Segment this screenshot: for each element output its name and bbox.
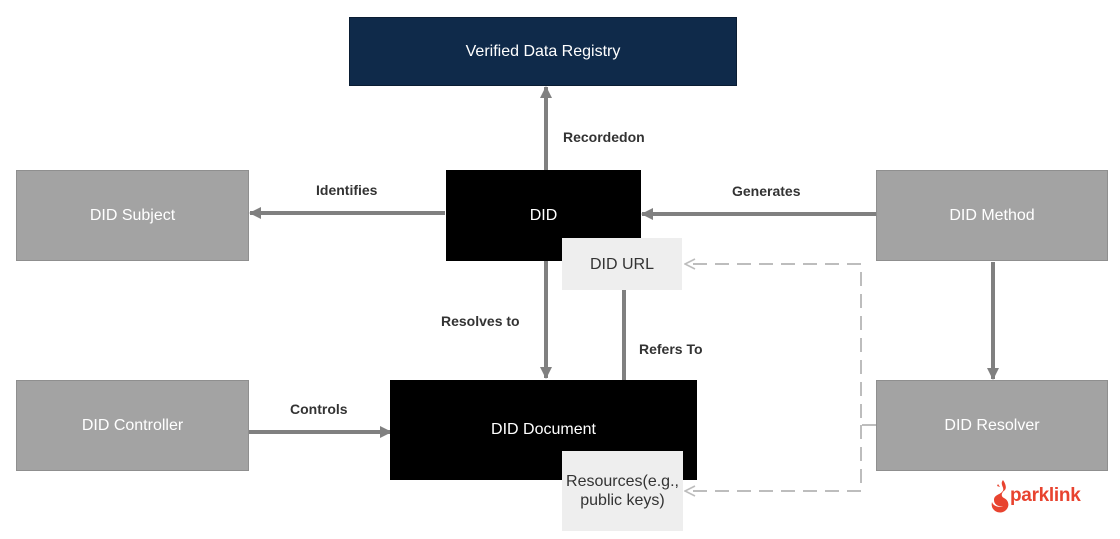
sparklink-logo: parklink — [990, 476, 1102, 516]
did-url-label: DID URL — [589, 255, 654, 273]
dashed-resolver-to-resources — [685, 425, 862, 491]
edge-label-generates: Generates — [732, 183, 801, 199]
did-method-label: DID Method — [949, 206, 1035, 224]
edge-label-controls: Controls — [290, 401, 348, 417]
resources-label: Resources(e.g., public keys) — [566, 473, 679, 509]
edge-label-identifies: Identifies — [316, 182, 378, 198]
did-document-label: DID Document — [491, 421, 596, 438]
did-url-box: DID URL — [562, 238, 682, 290]
did-resolver-label: DID Resolver — [944, 416, 1040, 434]
did-controller-box: DID Controller — [16, 380, 249, 471]
verified-data-registry-label: Verified Data Registry — [465, 42, 621, 60]
flame-s-logo-icon — [991, 480, 1009, 513]
edge-label-resolves-to: Resolves to — [441, 313, 520, 329]
edge-label-recordedon: Recordedon — [563, 129, 645, 145]
did-subject-label: DID Subject — [89, 206, 176, 224]
dashed-resolver-to-didurl — [685, 264, 876, 426]
did-subject-box: DID Subject — [16, 170, 249, 261]
verified-data-registry-box: Verified Data Registry — [349, 17, 737, 86]
resources-box: Resources(e.g., public keys) — [562, 451, 683, 531]
did-resolver-box: DID Resolver — [876, 380, 1108, 471]
sparklink-logo-text: parklink — [1010, 485, 1081, 506]
did-controller-label: DID Controller — [81, 416, 184, 434]
edge-label-refers-to: Refers To — [639, 341, 703, 357]
did-method-box: DID Method — [876, 170, 1108, 261]
did-label: DID — [529, 206, 558, 224]
